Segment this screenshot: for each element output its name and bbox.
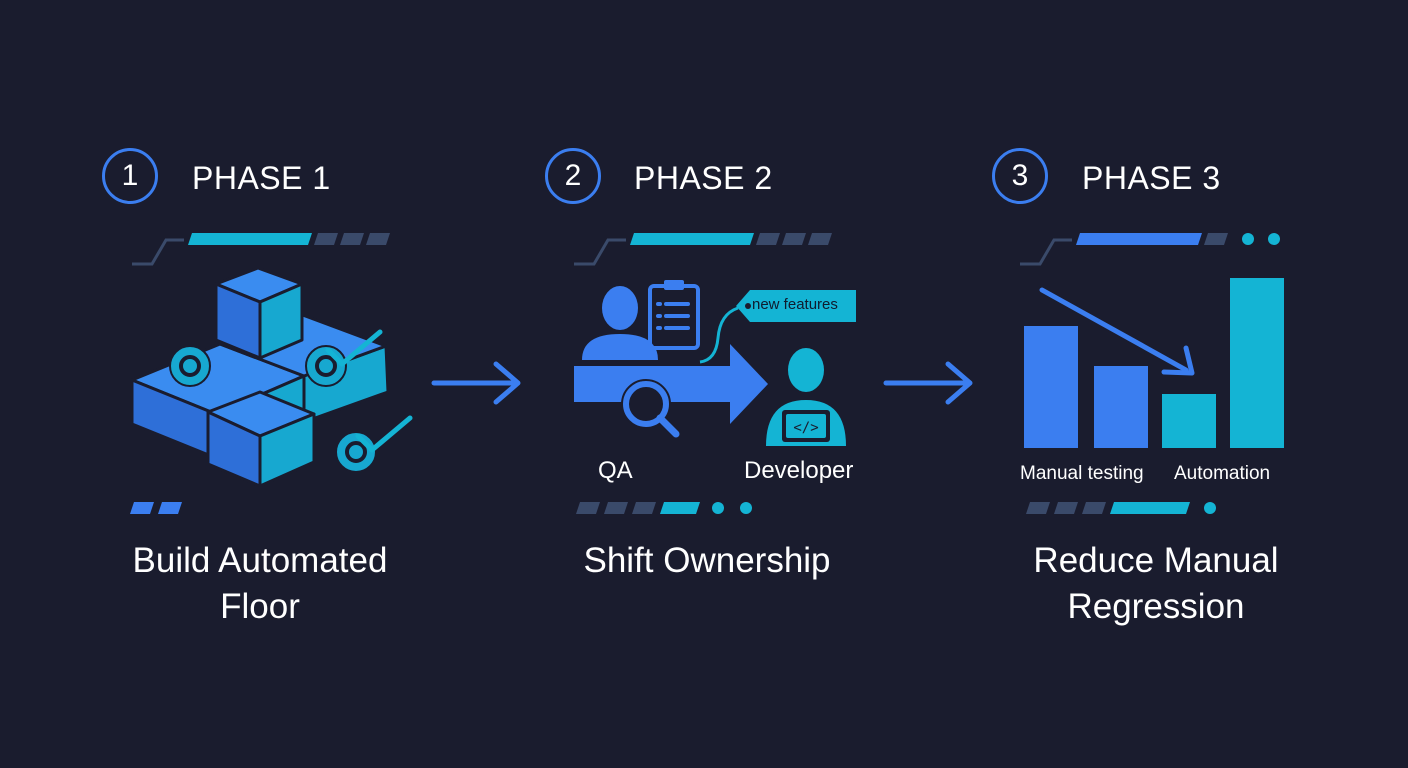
phase-1-label: PHASE 1 bbox=[192, 160, 331, 196]
phase-3-bar-illustration bbox=[1024, 278, 1284, 448]
phase-1-title-line-1: Build Automated bbox=[132, 541, 388, 580]
person-icon bbox=[582, 286, 658, 360]
phase-2-number: 2 bbox=[545, 148, 601, 204]
developer-label: Developer bbox=[744, 457, 854, 484]
phase-3-label: PHASE 3 bbox=[1082, 160, 1221, 196]
phase-1-number: 1 bbox=[102, 148, 158, 204]
clipboard-icon bbox=[648, 280, 700, 350]
phase-1-top-decoration bbox=[132, 233, 390, 266]
developer-laptop-icon: </> bbox=[766, 348, 846, 446]
phase-2-illustration: </> bbox=[574, 280, 846, 446]
phase-1-title-line-2: Floor bbox=[220, 586, 300, 626]
phase-3-title: Reduce Manual Regression bbox=[966, 538, 1346, 629]
phase-2-bottom-decoration bbox=[576, 502, 752, 514]
phase-2-label: PHASE 2 bbox=[634, 160, 773, 196]
phase-1-bottom-decoration bbox=[130, 502, 182, 514]
phase-2-title-line-1: Shift Ownership bbox=[583, 541, 831, 580]
phase-3-bottom-decoration bbox=[1026, 502, 1216, 514]
qa-label: QA bbox=[598, 457, 633, 484]
phase-2-title: Shift Ownership bbox=[517, 538, 897, 584]
phase-3-title-line-2: Regression bbox=[1067, 586, 1245, 626]
arrow-right-icon bbox=[431, 361, 521, 405]
automation-label: Automation bbox=[1174, 463, 1271, 484]
cube-stack-icon bbox=[130, 266, 413, 488]
phase-1-title: Build Automated Floor bbox=[70, 538, 450, 629]
arrow-right-icon bbox=[883, 361, 973, 405]
tag-icon bbox=[736, 290, 856, 322]
phase-3-number: 3 bbox=[992, 148, 1048, 204]
phase-2-top-decoration bbox=[574, 233, 832, 266]
svg-text:</>: </> bbox=[793, 420, 818, 436]
manual-testing-label: Manual testing bbox=[1020, 463, 1144, 484]
phase-3-top-decoration bbox=[1020, 233, 1280, 266]
new-features-tag: new features bbox=[752, 296, 838, 313]
phase-3-title-line-1: Reduce Manual bbox=[1033, 541, 1279, 580]
magnifier-icon bbox=[621, 379, 680, 438]
